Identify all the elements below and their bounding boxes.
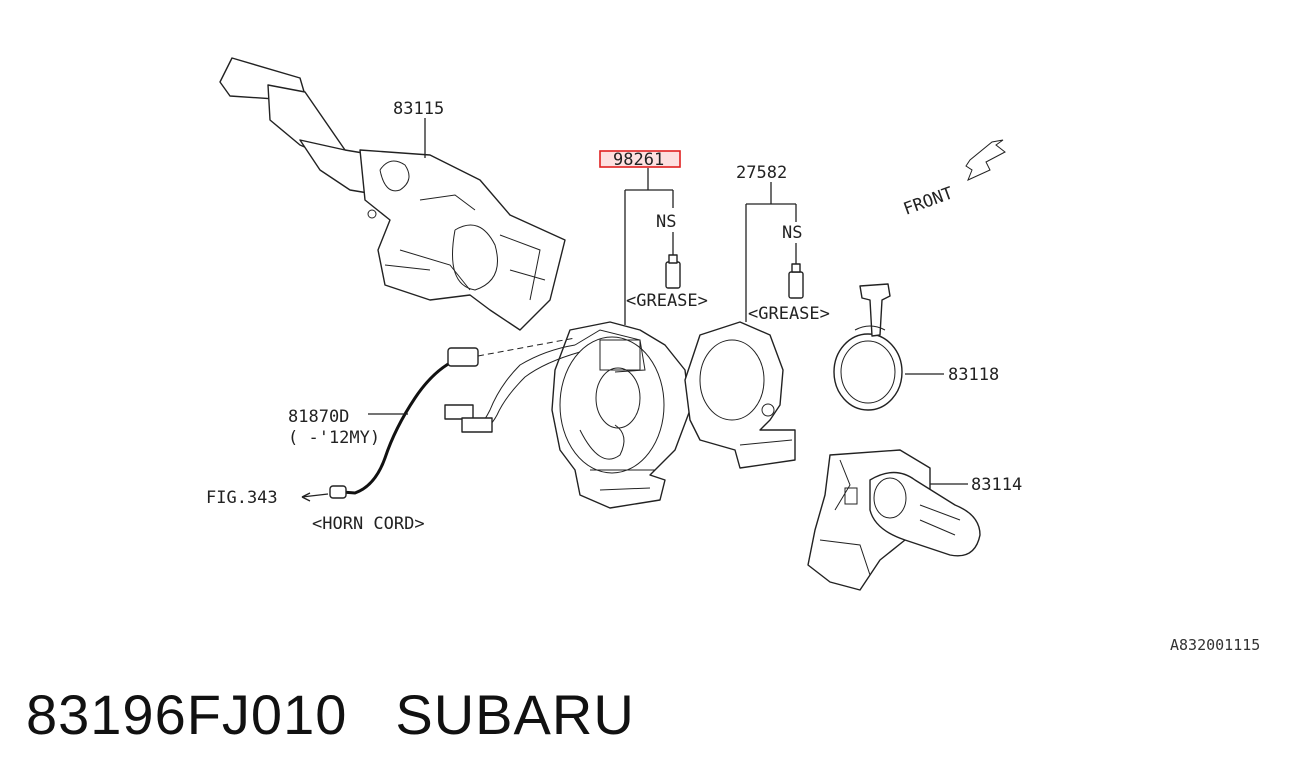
leader-98261 <box>624 168 674 325</box>
label-grease-2: <GREASE> <box>748 304 830 324</box>
label-ns-1: NS <box>656 212 676 232</box>
highlight-box-98261 <box>599 150 681 168</box>
label-horn-cord: <HORN CORD> <box>312 514 425 534</box>
label-27582: 27582 <box>736 163 787 183</box>
label-83115: 83115 <box>393 99 444 119</box>
band-83118[interactable] <box>833 283 903 411</box>
roll-connector-98261[interactable] <box>551 321 691 509</box>
label-83118: 83118 <box>948 365 999 385</box>
label-fig-343[interactable]: FIG.343 <box>206 488 278 508</box>
label-ns-2: NS <box>782 223 802 243</box>
spacer-27582[interactable] <box>684 321 796 469</box>
label-grease-1: <GREASE> <box>626 291 708 311</box>
label-98261[interactable]: 98261 <box>613 150 664 170</box>
grease-tube-1-icon <box>665 254 681 289</box>
harness-wires <box>444 344 581 433</box>
caption-brand: SUBARU <box>395 683 635 746</box>
grease-tube-2-icon <box>788 263 804 299</box>
leader-27582 <box>745 182 797 322</box>
drawing-code: A832001115 <box>1170 636 1261 654</box>
label-83114: 83114 <box>971 475 1022 495</box>
label-81870d: 81870D <box>288 407 349 427</box>
caption: 83196FJ010 SUBARU <box>26 682 635 747</box>
label-81870d-note: ( -'12MY) <box>288 428 380 448</box>
parts-diagram: 83115 98261 NS <GREASE> <box>206 57 1022 591</box>
wiper-switch-83114[interactable] <box>807 449 981 591</box>
caption-part-number: 83196FJ010 <box>26 683 348 746</box>
label-front: FRONT <box>901 183 956 219</box>
horn-cord-81870d[interactable] <box>329 337 576 499</box>
combination-switch-83115[interactable] <box>219 57 566 331</box>
front-arrow-icon <box>965 139 1006 181</box>
